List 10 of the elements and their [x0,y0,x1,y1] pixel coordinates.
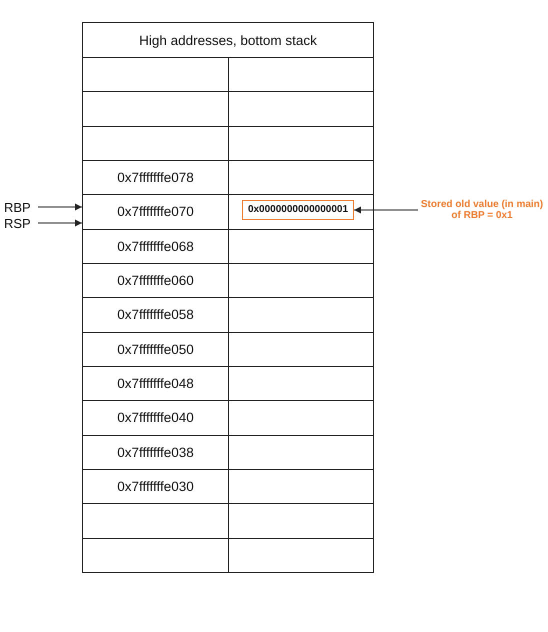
register-label: RSP [4,214,38,232]
stack-header: High addresses, bottom stack [82,22,374,58]
stack-slot [228,538,374,573]
stack-slot [82,538,229,573]
annotation-text: Stored old value (in main) of RBP = 0x1 [418,196,546,224]
arrow [38,204,82,210]
register-label: RBP [4,198,38,216]
arrow [354,206,418,214]
arrow [38,220,82,226]
stored-value-box: 0x0000000000000001 [242,200,354,220]
